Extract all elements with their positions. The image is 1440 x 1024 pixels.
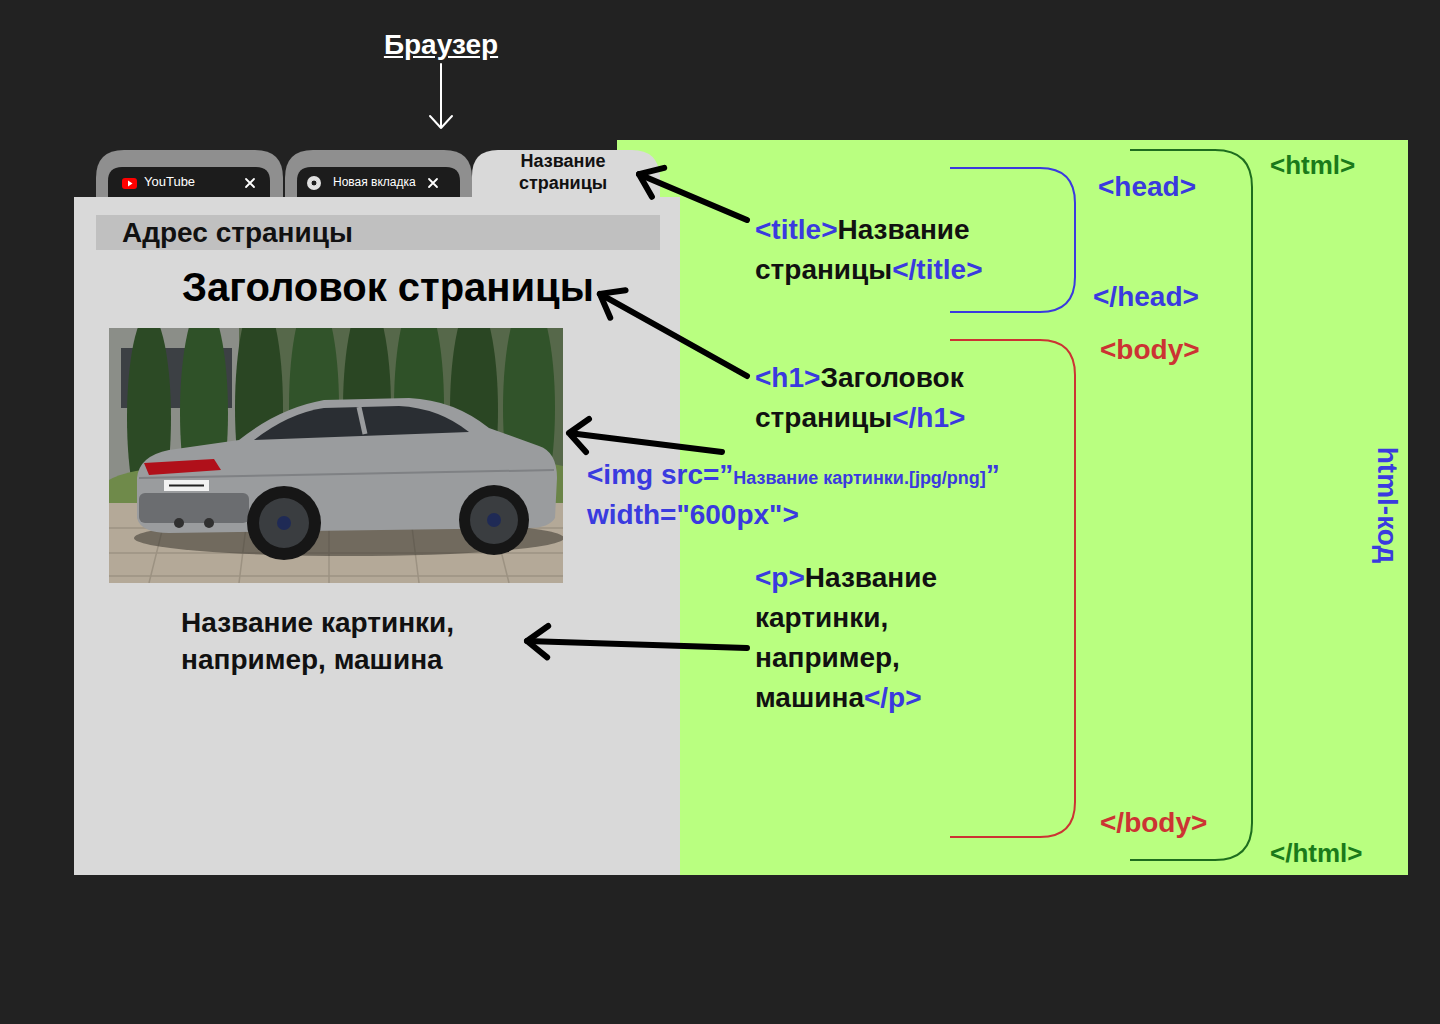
html-bracket	[1130, 150, 1252, 860]
tag-label: </html>	[1270, 836, 1362, 870]
arrow-head	[527, 626, 548, 657]
tab-shape	[96, 150, 283, 197]
car-photo-part-part	[459, 485, 529, 555]
tab-shape	[285, 150, 472, 197]
code-text: </title>	[892, 254, 982, 285]
code-snippet: <h1>Заголовок страницы</h1>	[755, 360, 1055, 440]
arrow-line	[600, 294, 747, 376]
image-caption: Название картинки, например, машина	[181, 604, 521, 678]
car-photo-part-part	[169, 485, 204, 487]
arrow-connector	[527, 626, 747, 657]
car-photo-part-part	[174, 518, 184, 528]
tag-label: </body>	[1100, 806, 1207, 840]
code-text: ”	[986, 459, 1000, 490]
active-tab	[472, 150, 660, 200]
code-text: <img src=”	[587, 459, 733, 490]
code-line: <h1>Заголовок страницы</h1>	[755, 360, 1055, 440]
car-photo-part-part	[164, 480, 209, 491]
code-snippet: <img src=”Название картинки.[jpg/png]” wi…	[587, 457, 1077, 533]
panel-heading: html-код	[1370, 447, 1404, 564]
code-text: <p>	[755, 562, 805, 593]
node-label: YouTube	[108, 167, 270, 197]
code-text: </h1>	[892, 402, 965, 433]
code-text: <title>	[755, 214, 837, 245]
browser-tab: Новая вкладка	[297, 167, 460, 197]
car-photo-part-part	[259, 498, 309, 548]
arrow-connector	[639, 168, 747, 220]
code-brackets	[950, 150, 1252, 860]
node-label: Заголовок страницы	[182, 264, 594, 310]
browser-tabs	[96, 150, 660, 200]
car-photo-part-part	[247, 486, 321, 560]
car-photo	[99, 294, 589, 583]
pointer-arrow	[430, 64, 452, 128]
code-line: <img src=”Название картинки.[jpg/png]” wi…	[587, 457, 1077, 533]
browser-frame: БраузерYouTube Новая вкладка Название стра…	[74, 20, 680, 875]
arrow-head	[639, 168, 664, 197]
arrow-connector	[600, 290, 747, 376]
car-photo-part-part	[254, 406, 469, 440]
code-text: width="600px">	[587, 497, 1077, 533]
pointer-arrow	[569, 419, 722, 452]
car-photo-part-part	[470, 496, 518, 544]
node-label: Новая вкладка	[297, 167, 460, 197]
arrow-line	[527, 641, 747, 648]
youtube-icon	[128, 181, 133, 187]
tag-label: <body>	[1100, 333, 1200, 367]
close-icon	[429, 179, 437, 187]
browser-tab: YouTube	[108, 167, 270, 197]
tag-label: <html>	[1270, 148, 1355, 182]
page-heading: Заголовок страницы	[182, 264, 594, 310]
tag-label: <head>	[1098, 170, 1196, 204]
node-label: Название страницы	[493, 150, 633, 194]
tag-label: </head>	[1093, 280, 1199, 314]
code-text: <h1>	[755, 362, 820, 393]
tab-pill	[297, 167, 460, 197]
code-line: <p>Название картинки, например, машина</…	[755, 560, 1005, 720]
address-bar	[96, 215, 660, 250]
code-line: <title>Название страницы</title>	[755, 212, 1055, 292]
browser-window	[74, 197, 680, 875]
tab-pill	[108, 167, 270, 197]
code-panel: html-код <title>Название страницы</title>…	[617, 140, 1408, 875]
code-snippet: <p>Название картинки, например, машина</…	[755, 560, 1005, 720]
car-photo-part-part	[487, 513, 501, 527]
car-photo-part	[109, 328, 563, 583]
node-label: Адрес страницы	[96, 215, 660, 250]
code-text: Название картинки.[jpg/png]	[733, 468, 986, 488]
code-text: </p>	[864, 682, 922, 713]
address-bar: Адрес страницы	[96, 215, 660, 250]
close-icon	[246, 179, 254, 187]
body-bracket	[950, 340, 1075, 837]
node-label: Название картинки, например, машина	[181, 604, 521, 678]
active-tab: Название страницы	[493, 150, 633, 194]
car-photo-part-part	[359, 407, 365, 434]
arrow-line	[639, 174, 747, 220]
arrow-head	[600, 290, 626, 317]
car-photo-part-part	[277, 516, 291, 530]
chrome-icon	[311, 180, 317, 186]
panel-heading: Браузер	[384, 28, 498, 62]
code-snippet: <title>Название страницы</title>	[755, 212, 1055, 292]
car-photo-part-part	[144, 459, 221, 475]
car-photo-part-part	[204, 518, 214, 528]
car-photo-part-part	[139, 493, 249, 523]
chrome-icon	[307, 176, 321, 190]
youtube-icon	[122, 178, 137, 189]
